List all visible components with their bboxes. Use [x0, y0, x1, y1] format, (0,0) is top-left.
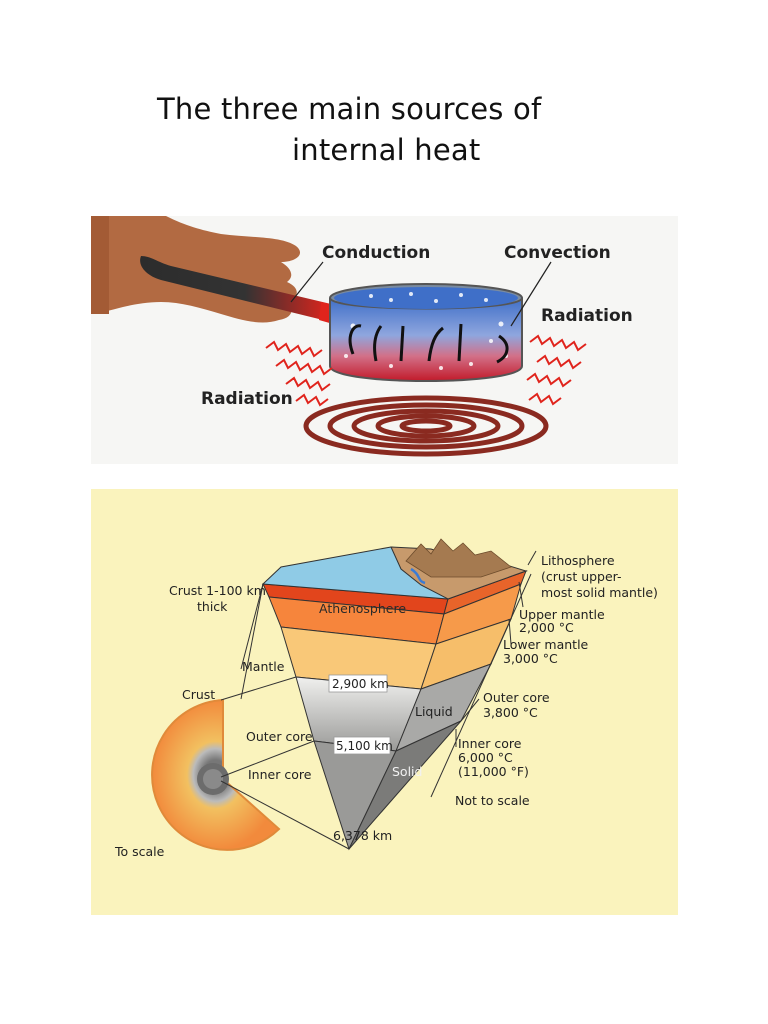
depth-5100-label: 5,100 km [336, 739, 393, 753]
lithosphere-note-1: (crust upper- [541, 569, 622, 584]
convection-label: Convection [504, 243, 611, 263]
pot-body [329, 297, 523, 382]
depth-2900-label: 2,900 km [332, 677, 389, 691]
radiation-waves [265, 334, 587, 407]
to-scale-label: To scale [114, 844, 165, 859]
inner-core-label-left: Inner core [248, 767, 312, 782]
pan-handle [140, 256, 331, 320]
radiation-label-right: Radiation [541, 306, 633, 326]
earth-layers-figure: Lithosphere (crust upper- most solid man… [114, 538, 658, 859]
lithosphere-label: Lithosphere [541, 553, 615, 568]
earth-layers-illustration: Lithosphere (crust upper- most solid man… [91, 489, 678, 915]
bubbles [344, 292, 508, 370]
outer-core-label-right: Outer core [483, 690, 550, 705]
inner-core-label-right: Inner core [458, 736, 522, 751]
mountains [405, 538, 512, 578]
solid-label: Solid [392, 764, 422, 779]
depth-6378-label: 6,378 km [333, 828, 392, 843]
to-scale-section [151, 698, 281, 851]
outer-core-label-left: Outer core [246, 729, 313, 744]
lithosphere-note-2: most solid mantle) [541, 585, 658, 600]
athenosphere-label: Athenosphere [319, 601, 406, 616]
crust-thickness-label: Crust 1-100 km [169, 583, 266, 598]
inner-core-temp-f: (11,000 °F) [458, 764, 529, 779]
radiation-label-left: Radiation [201, 389, 293, 409]
outer-core-temp: 3,800 °C [483, 705, 538, 720]
crust-label: Crust [182, 687, 215, 702]
convection-arrows [348, 323, 509, 364]
stove-coil [303, 395, 549, 457]
crust-thickness-label-2: thick [197, 599, 228, 614]
upper-mantle-temp: 2,000 °C [519, 620, 574, 635]
lower-mantle-temp: 3,000 °C [503, 651, 558, 666]
lower-mantle-label: Lower mantle [503, 637, 589, 652]
inner-core-temp-c: 6,000 °C [458, 750, 513, 765]
document-title-line-1: The three main sources of [157, 92, 542, 126]
upper-mantle-label: Upper mantle [519, 607, 605, 622]
not-to-scale-label: Not to scale [455, 793, 530, 808]
conduction-label: Conduction [322, 243, 430, 263]
heat-transfer-illustration: Conduction Convection Radiation Radiatio… [91, 216, 678, 464]
mantle-label: Mantle [242, 659, 285, 674]
document-title-line-2: internal heat [292, 133, 481, 167]
liquid-label: Liquid [415, 704, 453, 719]
heat-transfer-figure: Conduction Convection Radiation Radiatio… [91, 216, 633, 457]
